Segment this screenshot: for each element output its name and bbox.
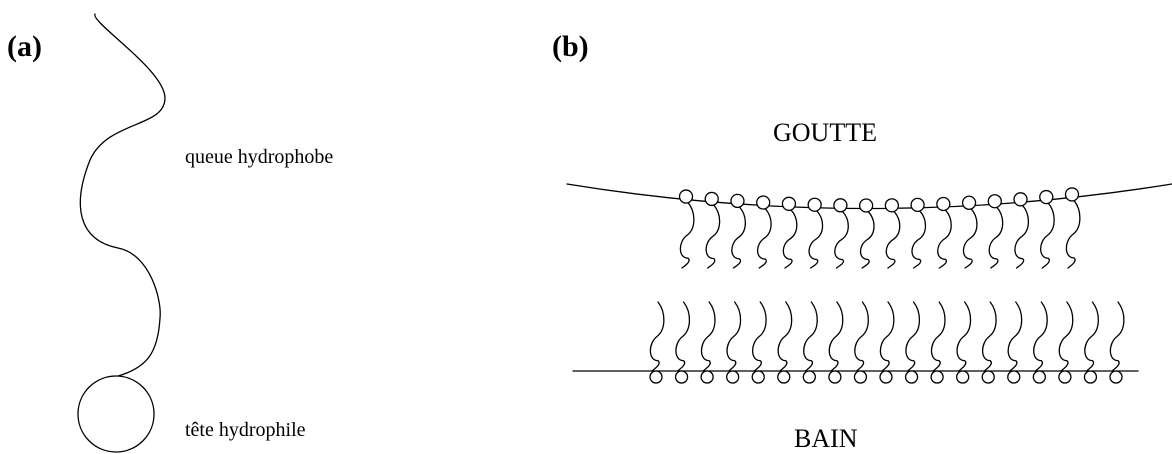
drop-surfactant-tail bbox=[756, 207, 772, 269]
bath-surfactant-head bbox=[802, 370, 816, 384]
drop-surfactant-head bbox=[1013, 192, 1028, 207]
drop-surfactant-head bbox=[833, 198, 848, 213]
drop-monolayer bbox=[678, 187, 1081, 269]
bath-surfactant-tail bbox=[854, 301, 869, 372]
bath-surfactant-tail bbox=[726, 301, 742, 372]
drop-surfactant-head bbox=[858, 198, 874, 213]
drop-surfactant-head bbox=[910, 197, 925, 212]
bath-surfactant-tail bbox=[1033, 301, 1048, 372]
bath-surfactant-head bbox=[853, 370, 868, 384]
bath-surfactant-head bbox=[1032, 370, 1046, 384]
bath-surfactant-tail bbox=[905, 301, 921, 372]
drop-surfactant-head bbox=[1039, 189, 1054, 205]
drop-surfactant-tail bbox=[988, 206, 1004, 269]
bath-surfactant-head bbox=[930, 370, 944, 384]
drop-surfactant-tail bbox=[705, 204, 721, 269]
drop-surfactant-head bbox=[781, 196, 797, 211]
drop-surfactant-tail bbox=[885, 210, 901, 269]
bath-monolayer bbox=[649, 301, 1125, 384]
drop-surfactant-tail bbox=[1039, 202, 1055, 269]
bath-surfactant-tail bbox=[700, 301, 716, 372]
bath-surfactant-tail bbox=[828, 301, 844, 372]
bath-surfactant-tail bbox=[956, 301, 972, 372]
bath-surfactant-tail bbox=[1109, 301, 1125, 372]
bath-surfactant-tail bbox=[1007, 301, 1023, 372]
drop-surfactant-head bbox=[704, 191, 719, 207]
panel-a: (a) queue hydrophobe tête hydrophile bbox=[7, 13, 333, 453]
bath-surfactant-head bbox=[904, 370, 919, 384]
drop-surfactant-head bbox=[678, 189, 694, 204]
bath-surfactant-head bbox=[981, 370, 995, 384]
panel-b-label: (b) bbox=[552, 30, 589, 63]
bath-surfactant-head bbox=[751, 370, 765, 384]
drop-surfactant-head bbox=[807, 197, 822, 212]
tail-label: queue hydrophobe bbox=[185, 146, 333, 168]
bath-surfactant-head bbox=[777, 370, 791, 384]
drop-label: GOUTTE bbox=[773, 118, 877, 147]
bath-surfactant-tail bbox=[930, 301, 946, 372]
bath-surfactant-tail bbox=[803, 301, 818, 372]
drop-surfactant-tail bbox=[834, 210, 849, 269]
drop-surfactant-tail bbox=[679, 201, 695, 269]
bath-surfactant-tail bbox=[981, 301, 997, 372]
bath-surfactant-tail bbox=[879, 301, 895, 372]
bath-surfactant-tail bbox=[1058, 301, 1074, 372]
drop-surfactant-tail bbox=[1014, 204, 1030, 269]
panel-b: (b) GOUTTE BAIN bbox=[552, 30, 1172, 453]
bath-surfactant-tail bbox=[777, 301, 793, 372]
drop-surfactant-head bbox=[936, 196, 951, 212]
drop-surfactant-tail bbox=[731, 206, 746, 269]
head-label: tête hydrophile bbox=[185, 419, 306, 441]
bath-surfactant-head bbox=[879, 370, 893, 384]
drop-surfactant-tail bbox=[808, 210, 824, 269]
drop-surfactant-tail bbox=[859, 210, 875, 269]
bath-surfactant-head bbox=[1083, 370, 1098, 384]
bath-surfactant-head bbox=[674, 370, 689, 384]
panel-a-label: (a) bbox=[7, 30, 42, 63]
drop-surfactant-tail bbox=[1065, 199, 1081, 269]
drop-surfactant-head bbox=[756, 195, 771, 210]
bath-surfactant-head bbox=[1109, 370, 1123, 384]
surfactant-head bbox=[77, 375, 155, 453]
drop-surfactant-head bbox=[961, 195, 977, 210]
bath-surfactant-tail bbox=[675, 301, 691, 372]
drop-surfactant-tail bbox=[911, 210, 927, 269]
bath-surfactant-tail bbox=[751, 301, 767, 372]
drop-surfactant-tail bbox=[937, 209, 952, 269]
drop-surfactant-tail bbox=[962, 208, 978, 269]
bath-surfactant-tail bbox=[1084, 301, 1099, 372]
bath-surfactant-head bbox=[1058, 370, 1072, 384]
drop-surfactant-head bbox=[987, 194, 1002, 209]
bath-surfactant-head bbox=[726, 370, 740, 384]
drop-surfactant-head bbox=[884, 198, 900, 213]
bath-label: BAIN bbox=[794, 424, 858, 453]
bath-surfactant-head bbox=[649, 370, 663, 384]
bath-surfactant-tail bbox=[649, 301, 665, 372]
surfactant-tail bbox=[79, 13, 166, 378]
bath-surfactant-head bbox=[1007, 370, 1021, 384]
drop-surfactant-tail bbox=[782, 209, 798, 269]
drop-surfactant-head bbox=[1064, 187, 1080, 202]
bath-surfactant-head bbox=[828, 370, 842, 384]
bath-surfactant-head bbox=[956, 370, 970, 384]
drop-surfactant-head bbox=[730, 193, 745, 209]
bath-surfactant-head bbox=[700, 370, 714, 384]
